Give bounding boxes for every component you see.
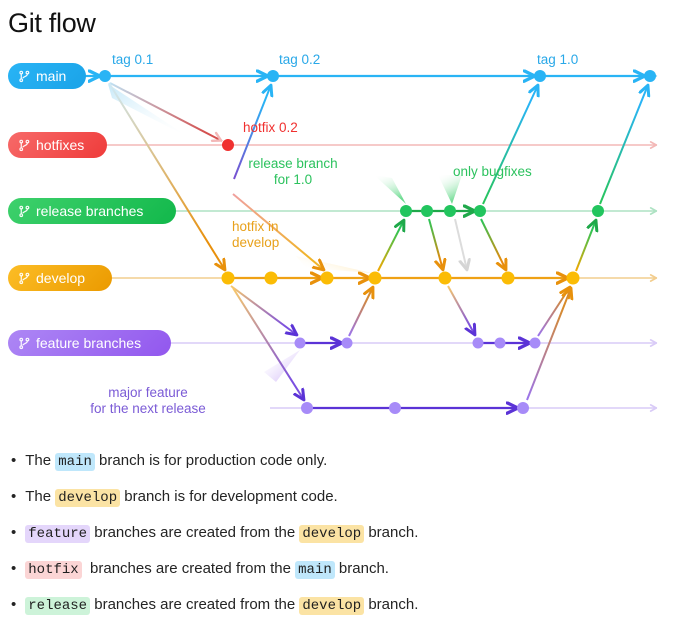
branch-pill-release[interactable]: release branches [8,198,176,224]
branch-lines [78,72,658,412]
bullet-text: hotfix branches are created from the mai… [25,560,389,579]
commit-dot-feature[interactable] [529,337,541,349]
branch-pill-label: hotfixes [36,137,85,153]
branch-pill-develop[interactable]: develop [8,265,112,291]
commit-dot-develop[interactable] [264,271,278,285]
code-chip: hotfix [25,561,82,579]
branch-transition-arrows [108,82,648,400]
description-bullet-list: • The main branch is for production code … [8,452,678,632]
commit-dot-release[interactable] [421,205,433,217]
bullet-marker: • [11,596,17,613]
code-chip: develop [299,597,365,615]
bullet-feature: • feature branches are created from the d… [8,524,678,560]
bullet-marker: • [11,560,17,577]
commit-dot-hotfix[interactable] [222,139,234,151]
code-chip: release [25,597,91,615]
git-branch-icon [18,205,31,218]
code-chip: develop [55,489,121,507]
bullet-marker: • [11,524,17,541]
commit-dot-feature-major[interactable] [389,402,401,414]
branch-pill-main[interactable]: main [8,63,86,89]
git-flow-diagram: main hotfixes release branches develop featu… [0,42,686,438]
commit-dot-release[interactable] [400,205,412,217]
hotfix-0-2-label: hotfix 0.2 [243,120,298,135]
commit-dot-main[interactable] [534,70,546,82]
commit-dot-feature[interactable] [494,337,506,349]
commit-dot-feature[interactable] [294,337,306,349]
tag-1-0-label: tag 1.0 [537,52,579,67]
bullet-marker: • [11,452,17,469]
tag-0-2-label: tag 0.2 [279,52,321,67]
branch-pill-hotfixes[interactable]: hotfixes [8,132,107,158]
page-title: Git flow [8,8,96,38]
bullet-main: • The main branch is for production code … [8,452,678,488]
bullet-text: The main branch is for production code o… [25,452,328,471]
commit-dots [99,70,656,414]
commit-dot-develop[interactable] [438,271,452,285]
bullet-release: • release branches are created from the d… [8,596,678,632]
commit-dot-feature-major[interactable] [301,402,313,414]
code-chip: main [295,561,335,579]
only-bugfixes-note: only bugfixes [453,164,532,179]
commit-dot-develop[interactable] [501,271,515,285]
commit-dot-main[interactable] [99,70,111,82]
bullet-develop: • The develop branch is for development c… [8,488,678,524]
commit-dot-main[interactable] [267,70,279,82]
branch-pill-label: feature branches [36,335,142,351]
branch-pill-feature[interactable]: feature branches [8,330,171,356]
git-branch-icon [18,70,31,83]
feature-branch-path [300,343,530,408]
git-branch-icon [18,272,31,285]
commit-dot-feature-major[interactable] [517,402,529,414]
commit-dot-release[interactable] [444,205,456,217]
major-feature-note: major feature for the next release [90,385,206,416]
diagram-canvas [78,42,658,438]
release-branch-note: release branch for 1.0 [248,156,338,187]
bullet-text: feature branches are created from the de… [25,524,418,543]
code-chip: develop [299,525,365,543]
git-branch-icon [18,139,31,152]
commit-dot-develop[interactable] [221,271,235,285]
tag-0-1-label: tag 0.1 [112,52,154,67]
bullet-hotfix: • hotfix branches are created from the ma… [8,560,678,596]
hotfix-in-develop-note: hotfix in develop [232,219,280,250]
commit-dot-feature[interactable] [472,337,484,349]
commit-dot-release[interactable] [474,205,486,217]
bullet-text: The develop branch is for development co… [25,488,338,507]
commit-dot-feature[interactable] [341,337,353,349]
code-chip: feature [25,525,91,543]
commit-dot-develop[interactable] [368,271,382,285]
branch-pill-label: release branches [36,203,144,219]
git-branch-icon [18,337,31,350]
commit-dot-develop[interactable] [320,271,334,285]
code-chip: main [55,453,95,471]
commit-dot-main[interactable] [644,70,656,82]
commit-dot-release[interactable] [592,205,604,217]
bullet-marker: • [11,488,17,505]
branch-pill-label: main [36,68,67,84]
bullet-text: release branches are created from the de… [25,596,418,615]
branch-pill-label: develop [36,270,86,286]
commit-dot-develop[interactable] [566,271,580,285]
